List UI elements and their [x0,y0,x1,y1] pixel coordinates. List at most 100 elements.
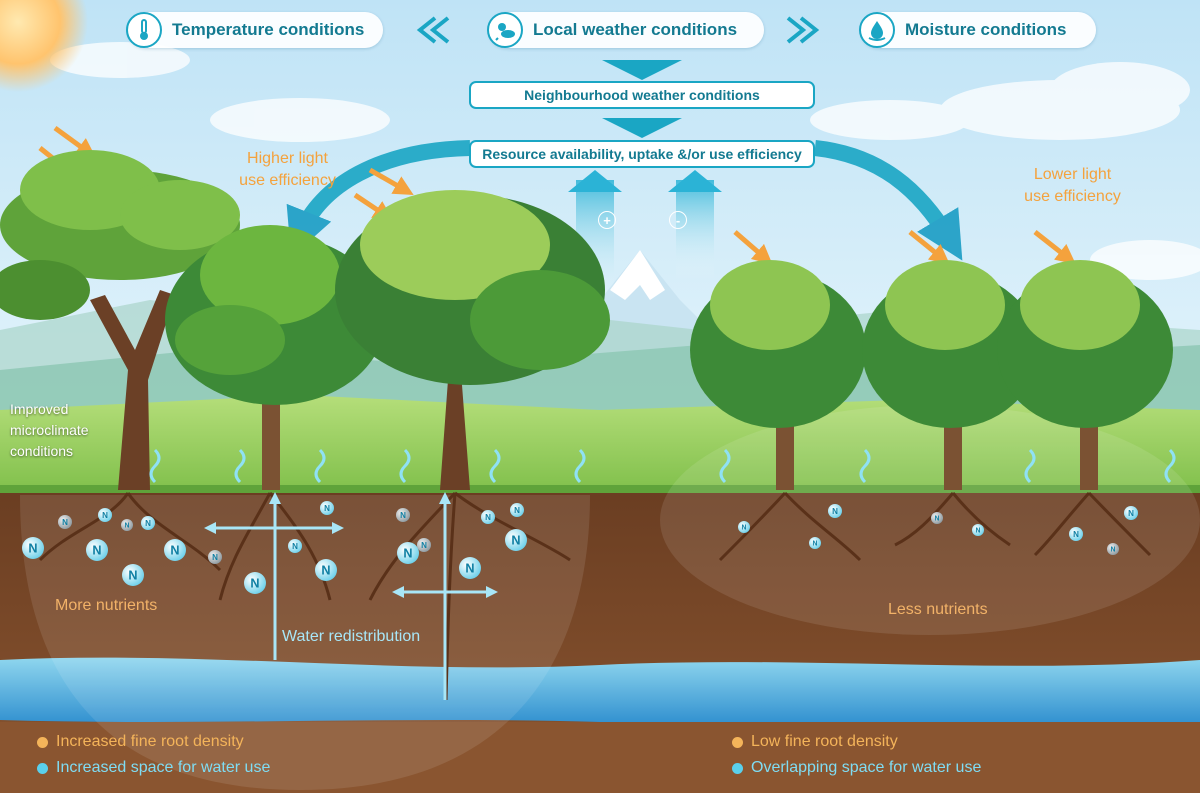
nutrients-right [738,504,1138,555]
lower-light-line-1: Lower light [1033,166,1112,183]
thermometer-icon [126,12,162,48]
nutrient-n [809,537,821,549]
roots-right [718,491,1152,562]
nutrient-n [738,521,750,533]
microclimate-line-3: conditions [10,443,74,459]
microclimate-label: Improved microclimate conditions [10,399,89,462]
arrow-to-right-trees [814,140,963,261]
nutrient-symbol: N [92,543,101,557]
nutrient-n [58,515,72,529]
chevrons-right [786,16,820,44]
nutrient-symbol: N [1128,509,1134,518]
nutrient-symbol: N [465,561,474,575]
positive-arrow-head [568,170,622,192]
nutrient-symbol: N [935,515,940,522]
nutrient-n [972,524,984,536]
legend-item-root-density-right: Low fine root density [732,733,898,751]
lower-light-line-2: use efficiency [1024,188,1121,205]
chevrons-left [416,16,450,44]
nutrient-n [98,508,112,522]
arrow-to-left-trees [286,140,471,258]
nutrient-n [1107,543,1119,555]
negative-sign: - [669,211,687,229]
deep-soil [0,722,1200,793]
flow-arrow-2 [602,118,682,138]
nutrient-n [931,512,943,524]
nutrient-symbol: N [145,519,151,528]
nutrient-n [22,537,44,559]
nutrient-n [208,550,222,564]
nutrient-symbol: N [125,522,130,529]
nutrient-n [86,539,108,561]
tree-right-3 [997,260,1173,490]
nutrient-symbol: N [212,553,218,562]
nutrient-symbol: N [292,542,298,551]
weather-icon [487,12,523,48]
sun [0,0,88,92]
lower-light-label: Lower light use efficiency [1010,164,1135,208]
nutrient-symbol: N [62,518,68,527]
nutrient-symbol: N [400,511,406,520]
local-weather-conditions-pill: Local weather conditions [487,12,764,48]
meadow [0,395,1200,495]
nutrient-symbol: N [421,541,427,550]
nutrient-n [288,539,302,553]
positive-sign: + [598,211,616,229]
temperature-conditions-label: Temperature conditions [172,20,365,39]
root-zone-left [20,495,590,790]
resource-availability-box: Resource availability, uptake &/or use e… [469,140,815,168]
water-redistribution-arrows [204,492,498,700]
nutrient-n [1069,527,1083,541]
more-nutrients-label: More nutrients [55,597,158,614]
legend-dot [37,736,48,748]
nutrient-n [505,529,527,551]
nutrient-n [417,538,431,552]
microclimate-line-2: microclimate [10,422,89,438]
flow-arrow-1 [602,60,682,80]
nutrient-n [481,510,495,524]
grass-line [0,485,1200,495]
temperature-conditions-pill: Temperature conditions [126,12,383,48]
moisture-conditions-label: Moisture conditions [905,20,1067,39]
higher-light-line-1: Higher light [247,150,328,167]
moisture-squiggles [149,448,1176,484]
nutrient-symbol: N [250,576,259,590]
nutrient-symbol: N [1111,546,1116,553]
legend-text: Overlapping space for water use [751,759,982,776]
legend-dot [37,762,48,774]
legend-dot [732,762,743,774]
nutrient-symbol: N [28,541,37,555]
nutrient-n [121,519,133,531]
nutrient-n [1124,506,1138,520]
nutrient-symbol: N [514,506,520,515]
nutrient-n [141,516,155,530]
legend-dot [732,736,743,748]
legend-text: Increased fine root density [56,733,244,750]
nutrient-n [315,559,337,581]
water-redistribution-label: Water redistribution [282,628,421,645]
higher-light-label: Higher light use efficiency [225,148,350,192]
local-weather-conditions-label: Local weather conditions [533,20,738,39]
less-nutrients-label: Less nutrients [888,601,988,618]
nutrient-n [164,539,186,561]
nutrient-symbol: N [485,513,491,522]
tree-right-2 [862,260,1038,490]
nutrient-symbol: N [742,524,747,531]
nutrient-n [244,572,266,594]
nutrient-symbol: N [170,543,179,557]
legend-item-water-space-right: Overlapping space for water use [732,759,981,777]
nutrient-n [397,542,419,564]
tree-large-left [0,150,240,490]
nutrient-n [510,503,524,517]
tree-left-3 [335,190,610,490]
nutrient-symbol: N [321,563,330,577]
negative-arrow-head [668,170,722,192]
legend-item-water-space-left: Increased space for water use [37,759,270,777]
nutrient-symbol: N [511,533,520,547]
nutrient-symbol: N [102,511,108,520]
nutrient-symbol: N [813,540,818,547]
legend-text: Low fine root density [751,733,898,750]
nutrient-n [459,557,481,579]
